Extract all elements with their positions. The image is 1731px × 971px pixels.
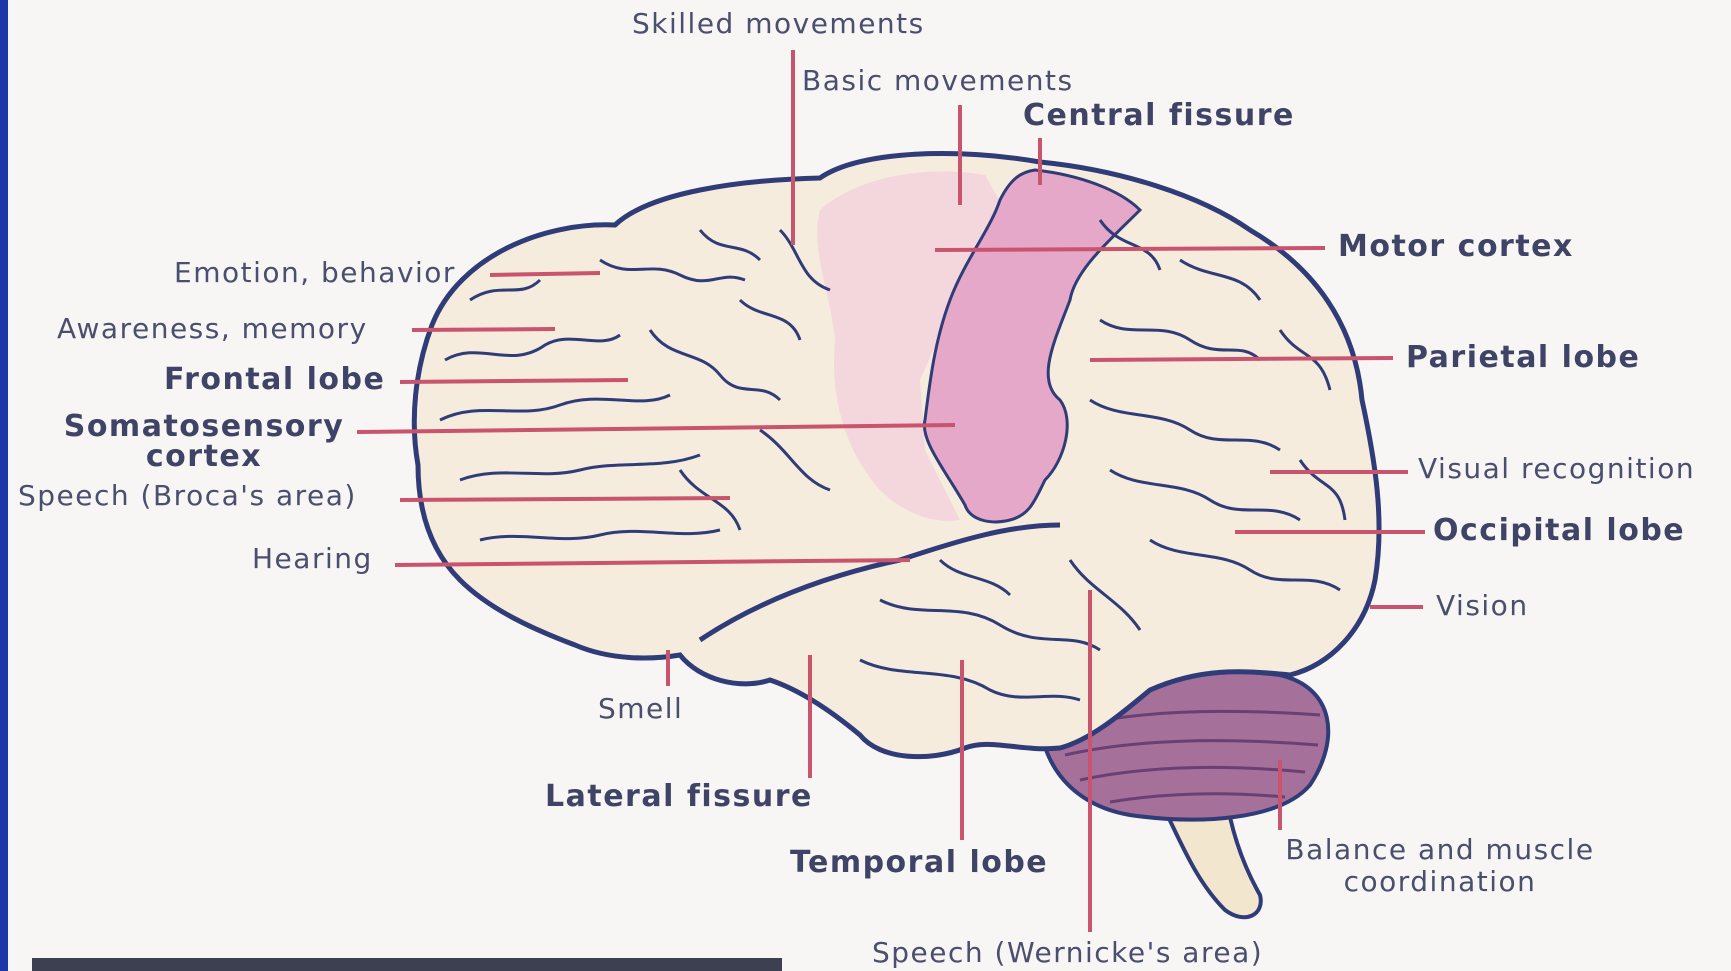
label-lateral-fissure: Lateral fissure [545,782,813,812]
label-basic-movements: Basic movements [802,67,1074,95]
label-visual-recognition: Visual recognition [1418,455,1695,483]
label-broca: Speech (Broca's area) [18,482,357,510]
label-occipital-lobe: Occipital lobe [1433,516,1685,546]
label-somatosensory-line2: cortex [54,442,354,472]
label-hearing: Hearing [252,545,373,573]
leader-awareness [412,329,555,330]
label-motor-cortex: Motor cortex [1338,232,1574,262]
label-emotion: Emotion, behavior [174,259,456,287]
leader-emotion [490,273,600,275]
label-temporal-lobe: Temporal lobe [790,848,1048,878]
label-skilled-movements: Skilled movements [632,10,925,38]
label-wernicke: Speech (Wernicke's area) [872,939,1263,967]
label-frontal-lobe: Frontal lobe [164,365,385,395]
label-parietal-lobe: Parietal lobe [1406,343,1640,373]
label-somatosensory-line1: Somatosensory [54,412,354,442]
label-smell: Smell [598,695,683,723]
leader-motor-cortex [935,248,1325,250]
label-balance-line1: Balance and muscle [1270,836,1610,864]
label-vision: Vision [1436,592,1529,620]
leader-parietal-lobe [1090,358,1393,360]
leader-frontal-lobe [400,380,628,382]
caption-bar [32,958,782,971]
label-balance-line2: coordination [1270,868,1610,896]
label-central-fissure: Central fissure [1023,101,1295,131]
label-awareness: Awareness, memory [57,315,368,343]
leader-broca [400,498,730,500]
